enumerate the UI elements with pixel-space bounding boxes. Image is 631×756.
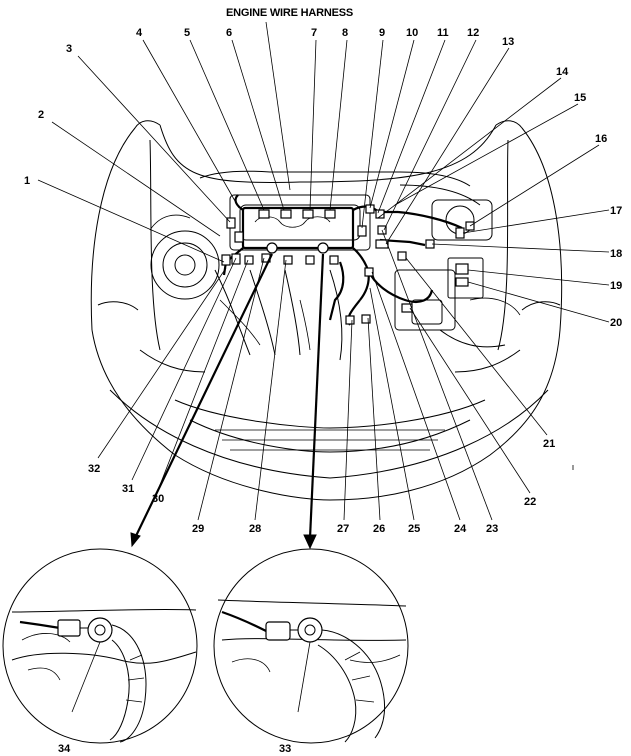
callout-29: 29 xyxy=(192,523,204,535)
callout-24: 24 xyxy=(454,523,467,535)
callout-31: 31 xyxy=(122,483,134,495)
leader-lines xyxy=(37,21,610,521)
engine-compartment xyxy=(149,170,521,361)
callout-6: 6 xyxy=(226,27,232,39)
callout-30: 30 xyxy=(152,493,164,505)
callout-21: 21 xyxy=(543,438,555,450)
callout-28: 28 xyxy=(249,523,261,535)
harness-connectors xyxy=(221,204,475,325)
diagram-title: ENGINE WIRE HARNESS xyxy=(226,7,353,19)
callout-19: 19 xyxy=(610,280,622,292)
callout-33: 33 xyxy=(279,743,291,755)
detail-circle-left xyxy=(2,548,198,744)
callout-27: 27 xyxy=(337,523,349,535)
callout-7: 7 xyxy=(311,27,317,39)
callout-10: 10 xyxy=(406,27,418,39)
vehicle-body-outline xyxy=(90,120,563,501)
callout-32: 32 xyxy=(88,463,100,475)
callout-26: 26 xyxy=(373,523,385,535)
callout-20: 20 xyxy=(610,317,622,329)
callout-23: 23 xyxy=(486,523,498,535)
callout-18: 18 xyxy=(610,248,622,260)
callout-labels: 1 2 3 4 5 6 7 8 9 10 11 12 13 14 15 16 1… xyxy=(24,27,622,755)
callout-4: 4 xyxy=(136,27,143,39)
callout-14: 14 xyxy=(556,66,569,78)
callout-9: 9 xyxy=(379,27,385,39)
callout-8: 8 xyxy=(342,27,348,39)
detail-circle-right xyxy=(213,548,409,744)
callout-17: 17 xyxy=(610,205,622,217)
callout-1: 1 xyxy=(24,175,30,187)
callout-34: 34 xyxy=(58,743,71,755)
callout-15: 15 xyxy=(574,92,586,104)
callout-22: 22 xyxy=(524,496,536,508)
callout-2: 2 xyxy=(38,109,44,121)
callout-25: 25 xyxy=(408,523,420,535)
callout-12: 12 xyxy=(467,27,479,39)
callout-13: 13 xyxy=(502,36,514,48)
detail-arrows xyxy=(130,253,325,550)
callout-5: 5 xyxy=(184,27,190,39)
callout-11: 11 xyxy=(437,27,449,39)
callout-3: 3 xyxy=(66,43,72,55)
callout-16: 16 xyxy=(595,133,607,145)
